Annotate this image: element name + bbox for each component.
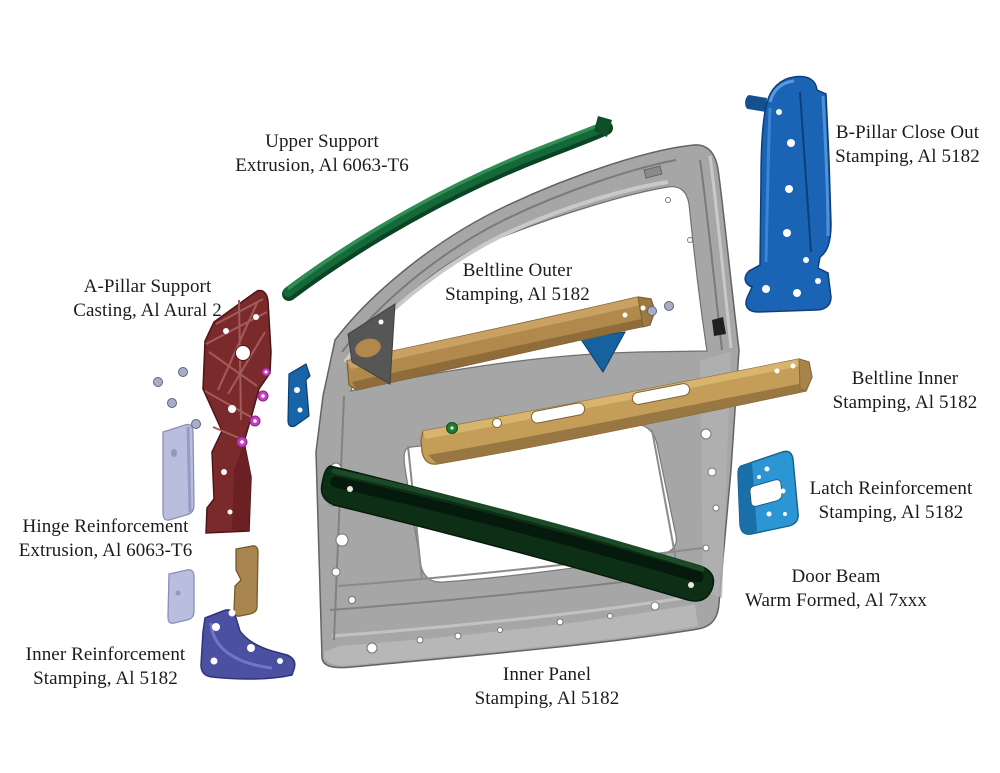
- part-name: Inner Panel: [502, 664, 592, 685]
- part-name: Upper Support: [265, 131, 379, 152]
- label-upper-support: Upper Support Extrusion, Al 6063-T6: [182, 130, 462, 177]
- part-name: A-Pillar Support: [83, 276, 212, 297]
- latch-reinforcement-part: [737, 450, 799, 535]
- part-spec: Extrusion, Al 6063-T6: [235, 154, 409, 176]
- tan-spacer-block: [233, 545, 259, 617]
- part-name: Latch Reinforcement: [809, 478, 973, 499]
- part-spec: Stamping, Al 5182: [445, 283, 590, 305]
- label-b-pillar-close-out: B-Pillar Close Out Stamping, Al 5182: [815, 121, 1000, 168]
- part-spec: Stamping, Al 5182: [33, 667, 178, 689]
- label-inner-panel: Inner Panel Stamping, Al 5182: [447, 663, 647, 710]
- part-spec: Stamping, Al 5182: [835, 145, 980, 167]
- mirror-sail-panel: [347, 303, 396, 385]
- part-name: Beltline Inner: [851, 368, 959, 389]
- part-name: Inner Reinforcement: [25, 644, 186, 665]
- part-spec: Extrusion, Al 6063-T6: [18, 539, 193, 561]
- hinge-reinforcement-part: [162, 423, 195, 624]
- a-pillar-support-part: [202, 289, 272, 534]
- part-name: Hinge Reinforcement: [22, 516, 189, 537]
- label-hinge-reinforcement: Hinge Reinforcement Extrusion, Al 6063-T…: [8, 515, 203, 562]
- part-name: Door Beam: [791, 566, 881, 587]
- label-latch-reinforcement: Latch Reinforcement Stamping, Al 5182: [793, 477, 989, 524]
- beltline-inner-part: [420, 358, 813, 465]
- part-spec: Casting, Al Aural 2: [73, 299, 222, 321]
- part-name: B-Pillar Close Out: [835, 122, 980, 143]
- magenta-fasteners: [236, 367, 271, 448]
- label-beltline-inner: Beltline Inner Stamping, Al 5182: [810, 367, 1000, 414]
- part-spec: Stamping, Al 5182: [832, 391, 978, 413]
- part-spec: Warm Formed, Al 7xxx: [744, 589, 927, 611]
- part-name: Beltline Outer: [462, 260, 573, 281]
- inner-reinforcement-part: [200, 609, 296, 680]
- bolt-fasteners: [153, 367, 201, 429]
- label-a-pillar-support: A-Pillar Support Casting, Al Aural 2: [45, 275, 250, 322]
- door-beam-part: [320, 465, 715, 602]
- part-spec: Stamping, Al 5182: [818, 501, 964, 523]
- beltline-outer-part: [346, 296, 656, 391]
- b-pillar-close-out-part: [744, 75, 832, 313]
- label-inner-reinforcement: Inner Reinforcement Stamping, Al 5182: [8, 643, 203, 690]
- upper-support-part: [282, 116, 613, 301]
- label-beltline-outer: Beltline Outer Stamping, Al 5182: [415, 259, 620, 306]
- door-check-bracket: [287, 363, 311, 428]
- beltline-fasteners: [647, 301, 674, 316]
- label-door-beam: Door Beam Warm Formed, Al 7xxx: [738, 565, 934, 612]
- part-spec: Stamping, Al 5182: [474, 687, 620, 709]
